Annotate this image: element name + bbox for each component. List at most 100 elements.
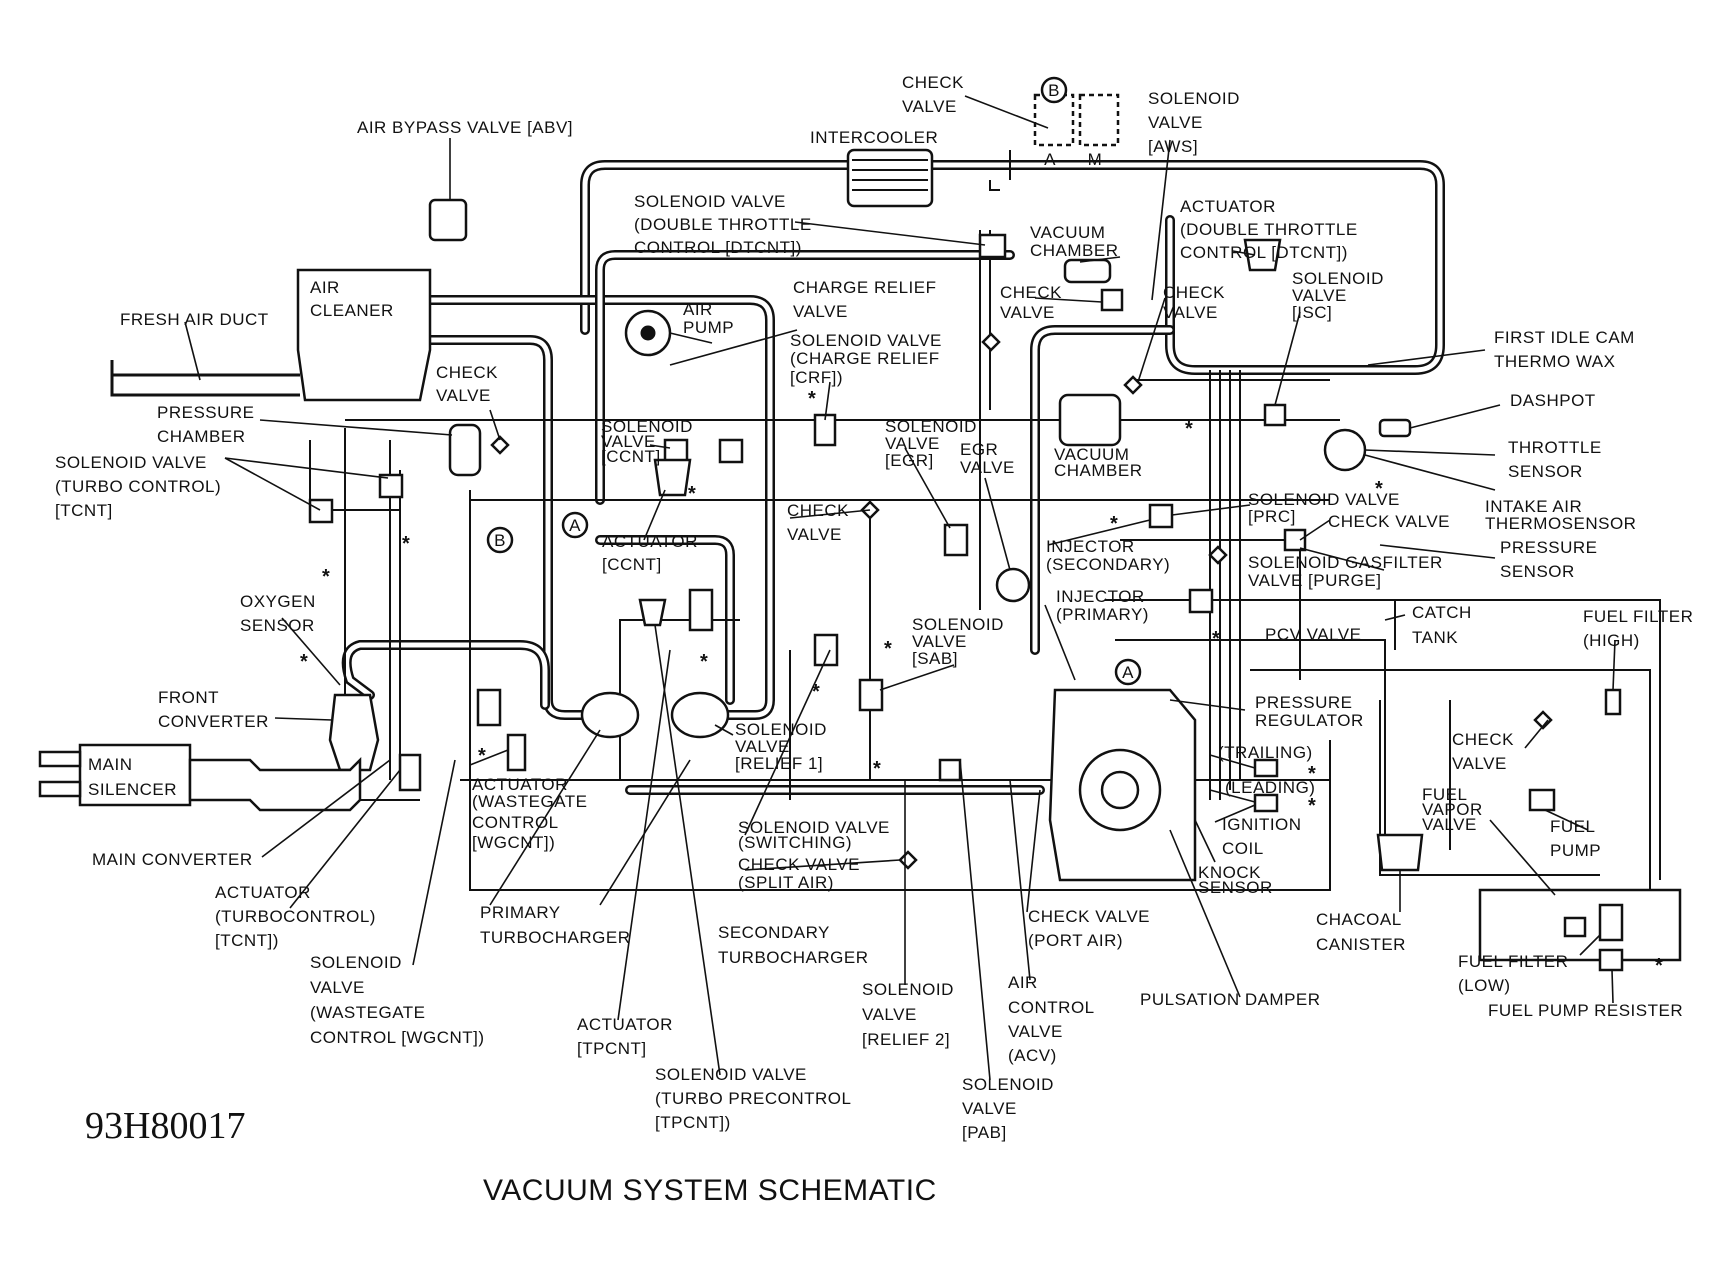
air-bypass-valve-body [428, 198, 468, 242]
solenoid-prc-body [1148, 503, 1174, 529]
primary-turbocharger-body [580, 691, 640, 739]
svg-text:*: * [402, 533, 410, 555]
label-solenoid-prc: SOLENOID VALVE[PRC] [1248, 490, 1400, 526]
svg-text:*: * [700, 651, 708, 673]
dashpot-body [1378, 418, 1412, 438]
label-injector-primary: INJECTOR(PRIMARY) [1056, 587, 1149, 624]
solenoid-sab-body [858, 678, 884, 712]
label-fresh-air-duct: FRESH AIR DUCT [120, 310, 269, 329]
intercooler-body [846, 148, 934, 208]
egr-valve-body [995, 567, 1031, 603]
charcoal-canister-body [1376, 833, 1424, 872]
solenoid-wgcnt-body [476, 688, 502, 727]
svg-text:*: * [873, 758, 881, 780]
figure-caption: VACUUM SYSTEM SCHEMATIC [483, 1174, 937, 1207]
label-intercooler: INTERCOOLER [810, 128, 938, 147]
solenoid-switching-body [813, 633, 839, 667]
label-fuel-pump-resister: FUEL PUMP RESISTER [1488, 1001, 1683, 1020]
marker-a-left: A [569, 516, 581, 535]
svg-text:*: * [812, 681, 820, 703]
vacuum-lines [309, 150, 1661, 891]
vacuum-chamber-upper-body [1063, 258, 1112, 284]
solenoid-relief2-body [938, 758, 962, 782]
actuator-tpcnt-body [638, 598, 667, 627]
label-dashpot: DASHPOT [1510, 391, 1596, 410]
front-converter-body [328, 693, 380, 772]
svg-text:*: * [688, 483, 696, 505]
label-injector-secondary: INJECTOR(SECONDARY) [1046, 537, 1170, 574]
marker-m-port: M [1088, 150, 1103, 169]
svg-text:*: * [1110, 513, 1118, 535]
label-actuator-ccnt: ACTUATOR[CCNT] [602, 532, 698, 574]
label-check-valve-4: CHECK VALVE [1328, 512, 1450, 531]
label-trailing: (TRAILING) [1218, 743, 1313, 762]
solenoid-tpcnt-body [688, 588, 714, 632]
svg-text:*: * [1655, 955, 1663, 977]
label-solenoid-tpcnt: SOLENOID VALVE(TURBO PRECONTROL[TPCNT]) [655, 1065, 851, 1132]
label-solenoid-crf: SOLENOID VALVE(CHARGE RELIEF[CRF]) [790, 331, 942, 387]
label-fuel-filter-low: FUEL FILTER(LOW) [1458, 952, 1568, 995]
label-main-converter: MAIN CONVERTER [92, 850, 253, 869]
throttle-sensor-body [1323, 428, 1367, 472]
svg-text:*: * [322, 566, 330, 588]
label-leading: (LEADING) [1225, 778, 1315, 797]
main-converter-body [188, 756, 362, 812]
pressure-chamber-body [448, 423, 482, 477]
actuator-ccnt-body [653, 458, 692, 497]
label-fuel-filter-high: FUEL FILTER(HIGH) [1583, 607, 1693, 650]
solenoid-egr-body [943, 523, 969, 557]
asterisk-marks: * * * * * * * * * * * * * * * * * [300, 388, 1663, 977]
components [38, 93, 1682, 972]
actuator-dtcnt-body [1243, 238, 1282, 272]
label-check-port-air: CHECK VALVE(PORT AIR) [1028, 907, 1150, 950]
leader-lines [184, 95, 1616, 1081]
label-solenoid-tcnt: SOLENOID VALVE(TURBO CONTROL)[TCNT] [55, 453, 221, 520]
svg-text:*: * [808, 388, 816, 410]
marker-b-left: B [494, 531, 506, 550]
label-actuator-tcnt: ACTUATOR(TURBOCONTROL)[TCNT]) [215, 883, 376, 950]
marker-b-top: B [1048, 81, 1060, 100]
air-cleaner-body [296, 268, 432, 402]
circle-markers: B A B A A M [486, 76, 1142, 686]
label-air-bypass-valve: AIR BYPASS VALVE [ABV] [357, 118, 573, 137]
main-silencer-body [78, 743, 192, 807]
solenoid-dtcnt-body [978, 233, 1007, 259]
svg-text:*: * [1212, 628, 1220, 650]
solenoid-purge-body [1283, 528, 1307, 552]
label-pcv-valve: PCV VALVE [1265, 625, 1361, 644]
label-solenoid-switching: SOLENOID VALVE(SWITCHING) [738, 818, 890, 852]
secondary-turbocharger-body [670, 691, 730, 739]
label-actuator-tpcnt: ACTUATOR[TPCNT] [577, 1015, 673, 1058]
